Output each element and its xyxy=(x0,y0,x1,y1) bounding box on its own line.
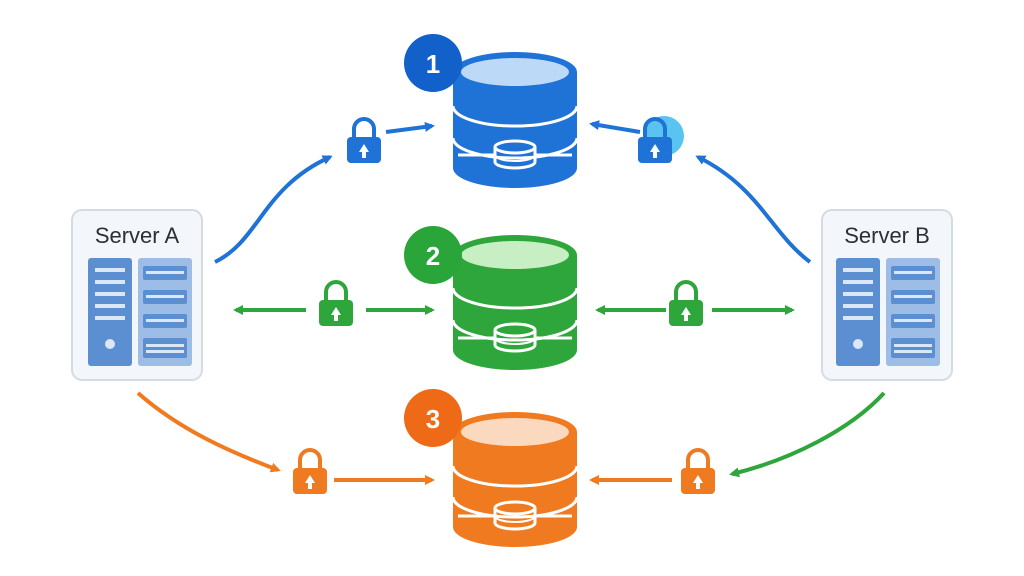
database-2: 2 xyxy=(404,226,579,370)
database-3-number: 3 xyxy=(426,404,440,434)
arrow-server-b-to-db1 xyxy=(589,120,641,134)
database-3: 3 xyxy=(404,389,579,547)
arrow-server-a-to-db3-curve xyxy=(136,391,281,473)
arrow-server-a-to-db1-curve xyxy=(214,155,333,264)
mini-database-icon xyxy=(493,322,537,353)
arrow-server-a-to-db1 xyxy=(385,121,435,134)
database-3-badge: 3 xyxy=(404,389,462,447)
padlock-icon xyxy=(347,117,381,163)
padlock-icon xyxy=(293,448,327,494)
database-cylinder-icon xyxy=(453,255,577,370)
database-cylinder-icon xyxy=(453,432,577,547)
mini-database-icon xyxy=(493,500,537,531)
database-2-badge: 2 xyxy=(404,226,462,284)
padlock-icon xyxy=(638,116,684,163)
server-b: Server B xyxy=(821,209,953,381)
mini-database-icon xyxy=(493,139,537,170)
database-1: 1 xyxy=(404,34,579,188)
database-1-badge: 1 xyxy=(404,34,462,92)
database-2-number: 2 xyxy=(426,241,440,271)
arrow-server-b-to-db1-curve xyxy=(695,155,812,264)
arrow-server-b-to-db3-curve xyxy=(729,391,886,478)
server-rack-icon xyxy=(88,258,192,366)
server-rack-icon xyxy=(836,258,940,366)
database-cylinder-icon xyxy=(453,72,577,188)
padlock-icon xyxy=(669,280,703,326)
database-1-number: 1 xyxy=(426,49,440,79)
padlock-icon xyxy=(319,280,353,326)
server-a-label: Server A xyxy=(95,223,180,248)
server-a: Server A xyxy=(71,209,203,381)
padlock-icon xyxy=(681,448,715,494)
server-b-label: Server B xyxy=(844,223,930,248)
